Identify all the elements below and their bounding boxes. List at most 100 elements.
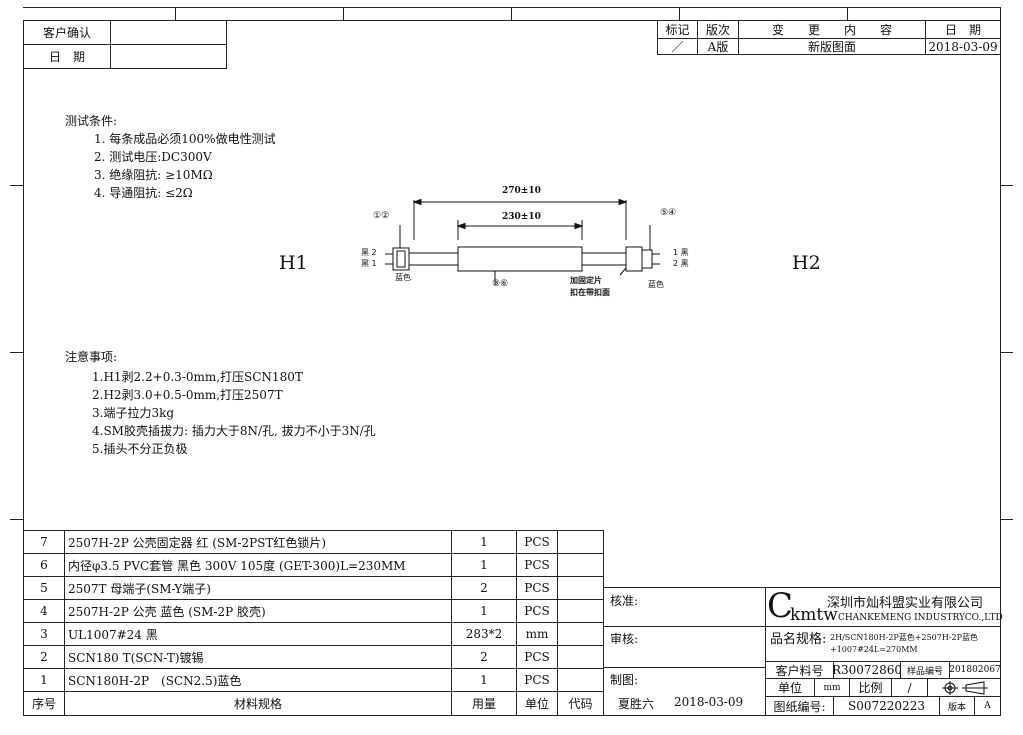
bom-row-code <box>557 645 604 669</box>
bom-row-qty: 1 <box>451 530 517 554</box>
bom-row-spec: 内径φ3.5 PVC套管 黑色 300V 105度 (GET-300)L=230… <box>64 553 452 577</box>
bom-row-no: 2 <box>23 645 65 669</box>
color-label: 蓝色 <box>395 273 411 282</box>
callout-mid: ③⑥ <box>492 279 509 289</box>
fixing-note: 扣在带扣面 <box>570 288 610 297</box>
customer-date-label: 日 期 <box>23 44 111 69</box>
bom-row-spec: SCN180H-2P (SCN2.5)蓝色 <box>64 668 452 692</box>
customer-confirm-label: 客户确认 <box>23 20 111 45</box>
make-date: 2018-03-09 <box>674 695 744 709</box>
make-label: 制图: <box>610 673 639 687</box>
bom-row-qty: 2 <box>451 645 517 669</box>
note-item: 3.端子拉力3kg <box>92 406 175 420</box>
company-name-cn: 深圳市灿科盟实业有限公司 <box>827 596 984 611</box>
zone-tick <box>10 352 23 353</box>
bom-row-unit: PCS <box>516 553 558 577</box>
spec-line-1: 2H/SCN180H-2P蓝色+2507H-2P蓝色 <box>830 633 978 642</box>
bom-row-qty: 1 <box>451 553 517 577</box>
zone-tick <box>10 185 23 186</box>
bom-header-code: 代码 <box>557 691 604 716</box>
rev-header-content: 变 更 内 容 <box>738 20 926 39</box>
bom-row-unit: PCS <box>516 645 558 669</box>
dim-arrow <box>456 222 466 230</box>
spec-line-2: +1007#24L=270MM <box>830 645 918 654</box>
top-border-strip <box>23 7 1001 8</box>
sample-value: 201802067 <box>949 661 1001 679</box>
block-divider-line <box>765 587 766 716</box>
bom-header-spec: 材料规格 <box>64 691 452 716</box>
dim-outer-label: 270±10 <box>502 186 541 196</box>
drawing-no-label: 图纸编号: <box>765 696 834 716</box>
right-connector-housing <box>625 246 643 272</box>
fixing-note: 加固定片 <box>570 276 602 285</box>
bom-row-spec: SCN180 T(SCN-T)镀锡 <box>64 645 452 669</box>
rev-header-version: 版次 <box>697 20 739 39</box>
zone-tick <box>1001 519 1013 520</box>
bom-row-no: 6 <box>23 553 65 577</box>
block-left-line <box>603 587 604 716</box>
customer-date-field[interactable] <box>110 44 227 69</box>
customer-confirm-field[interactable] <box>110 20 227 45</box>
rev-date: 2018-03-09 <box>925 38 1001 55</box>
approve-label: 核准: <box>610 594 639 608</box>
logo-text: kmtw <box>790 605 838 625</box>
bom-row-qty: 283*2 <box>451 622 517 646</box>
zone-tick <box>1001 185 1013 186</box>
wire-label: 黑 1 <box>361 259 377 268</box>
unit-value: mm <box>814 678 850 697</box>
left-connector-inner <box>396 250 406 268</box>
zone-tick <box>175 7 176 20</box>
part-label: 客户料号 <box>765 661 834 679</box>
bom-row-qty: 1 <box>451 599 517 623</box>
dim-inner-label: 230±10 <box>502 212 541 222</box>
bom-row-qty: 1 <box>451 668 517 692</box>
pvc-sleeve <box>457 246 583 272</box>
approval-line <box>603 667 765 668</box>
rev-header-date: 日 期 <box>925 20 1001 39</box>
right-connector-body <box>641 249 653 269</box>
bom-row-unit: mm <box>516 622 558 646</box>
bom-row-no: 5 <box>23 576 65 600</box>
bom-row-code <box>557 553 604 577</box>
bom-row-qty: 2 <box>451 576 517 600</box>
zone-tick <box>343 7 344 20</box>
bom-row-code <box>557 576 604 600</box>
rev-version: A版 <box>697 38 739 55</box>
projection-symbol-cell <box>927 678 1001 697</box>
color-label: 蓝色 <box>648 280 664 289</box>
bom-row-unit: PCS <box>516 599 558 623</box>
part-value: R30072860 <box>833 661 901 679</box>
bom-row-spec: 2507H-2P 公壳固定器 红 (SM-2PST红色锁片) <box>64 530 452 554</box>
logo-c: C <box>767 586 794 626</box>
version-label: 版本 <box>939 696 975 716</box>
dim-arrow <box>574 222 584 230</box>
maker-name: 夏胜六 <box>618 697 655 711</box>
wire-label: 2 黑 <box>673 259 689 268</box>
rev-mark: ／ <box>657 38 698 55</box>
zone-tick <box>1001 352 1013 353</box>
zone-tick <box>1000 7 1001 20</box>
bom-row-code <box>557 668 604 692</box>
h1-label: H1 <box>279 252 308 274</box>
bom-row-code <box>557 530 604 554</box>
dim-arrow <box>412 198 422 206</box>
bom-header-unit: 单位 <box>516 691 558 716</box>
approval-line <box>603 626 765 627</box>
zone-tick <box>10 519 23 520</box>
bom-header-no: 序号 <box>23 691 65 716</box>
zone-tick <box>511 7 512 20</box>
test-condition-item: 4. 导通阻抗: ≤2Ω <box>94 186 193 200</box>
projection-icon <box>942 680 988 695</box>
review-label: 审核: <box>610 632 639 646</box>
scale-label: 比例 <box>849 678 892 697</box>
bom-row-no: 7 <box>23 530 65 554</box>
note-item: 2.H2剥3.0+0.5-0mm,打压2507T <box>92 388 283 402</box>
zone-tick <box>847 7 848 20</box>
bom-row-spec: 2507H-2P 公壳 蓝色 (SM-2P 胶壳) <box>64 599 452 623</box>
bom-row-no: 1 <box>23 668 65 692</box>
bom-row-spec: 2507T 母端子(SM-Y端子) <box>64 576 452 600</box>
block-top-line <box>603 587 1001 588</box>
callout-right: ⑤④ <box>660 208 677 218</box>
title-line <box>765 626 1001 627</box>
test-condition-item: 1. 每条成品必须100%做电性测试 <box>94 132 276 146</box>
